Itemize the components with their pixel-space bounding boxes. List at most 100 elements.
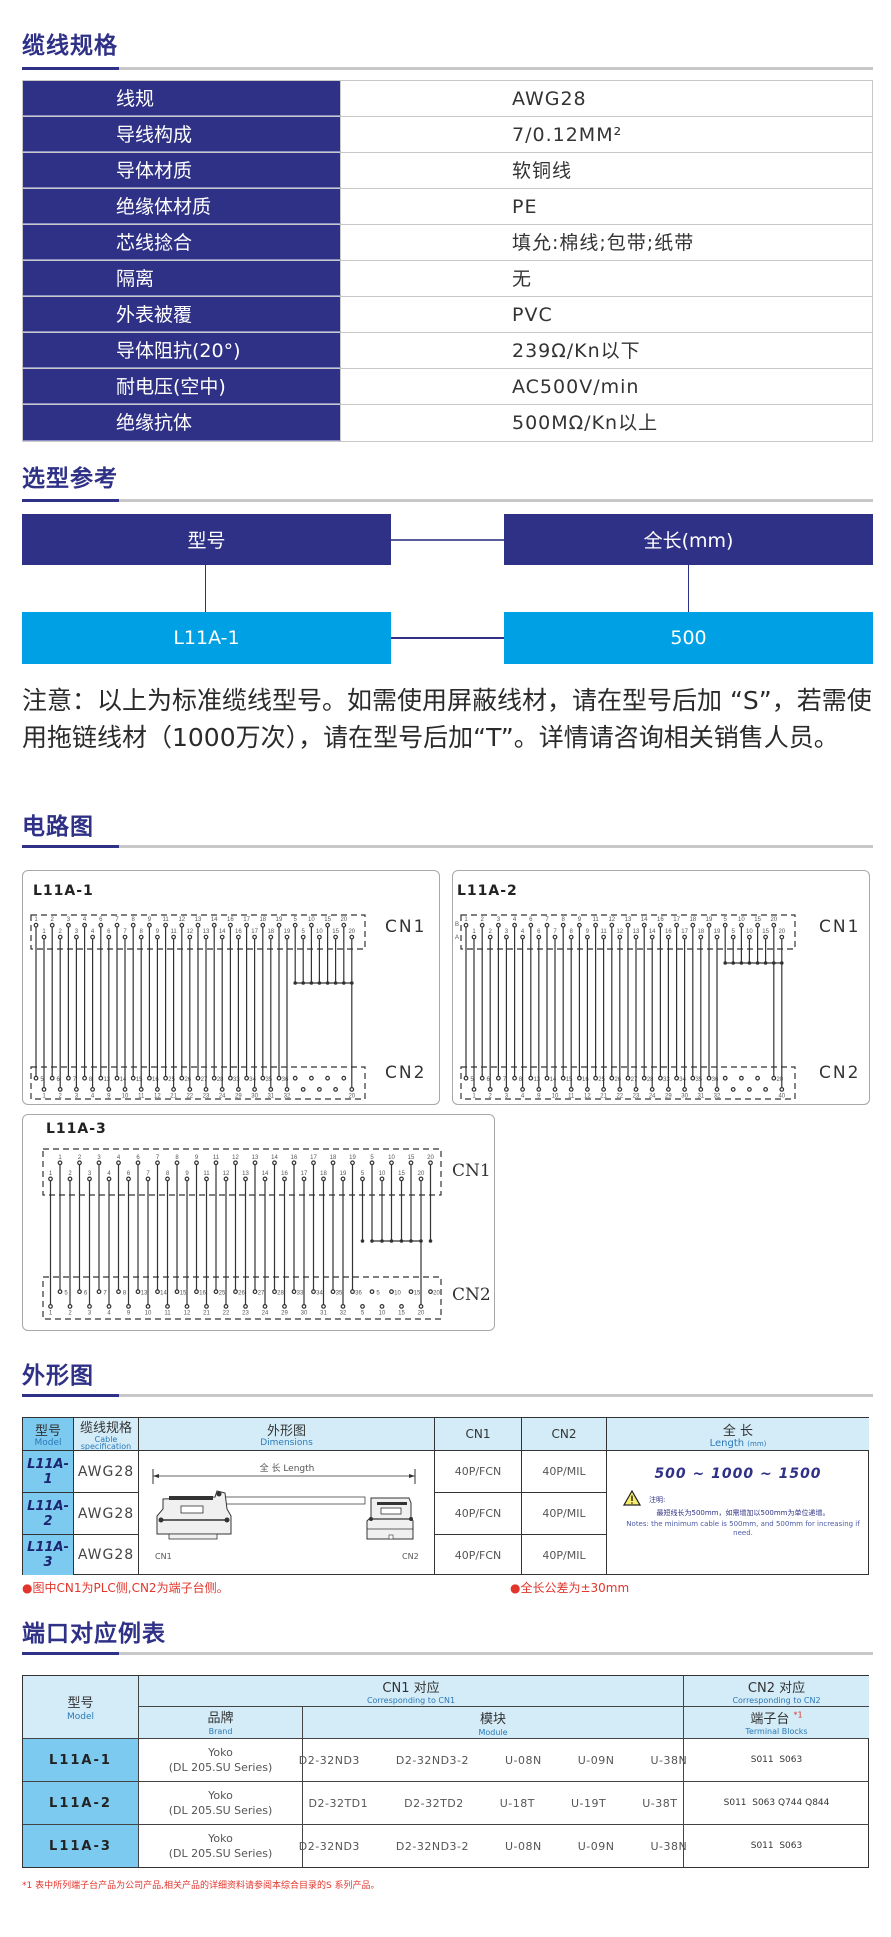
length-header-box: 全长(mm) bbox=[504, 514, 873, 565]
terminal-list: S011 S063 bbox=[750, 1755, 803, 1765]
spec-key: 绝缘体材质 bbox=[23, 189, 341, 224]
svg-text:11: 11 bbox=[162, 917, 169, 923]
svg-text:9: 9 bbox=[156, 929, 160, 935]
svg-text:16: 16 bbox=[235, 929, 242, 935]
svg-text:14: 14 bbox=[550, 1077, 557, 1083]
svg-text:8: 8 bbox=[562, 917, 566, 923]
svg-text:15: 15 bbox=[398, 1171, 405, 1177]
svg-text:8: 8 bbox=[166, 1171, 170, 1177]
svg-text:22: 22 bbox=[223, 1310, 230, 1316]
spec-row: 导体材质软铜线 bbox=[23, 153, 872, 189]
section-divider bbox=[22, 67, 873, 70]
svg-text:20: 20 bbox=[340, 917, 347, 923]
note-zh: 最短线长为500mm，如需增加以500mm为单位递增。 bbox=[656, 1509, 830, 1517]
svg-text:7: 7 bbox=[156, 1155, 160, 1161]
header-label: CN2 bbox=[551, 1427, 577, 1441]
svg-text:17: 17 bbox=[251, 929, 258, 935]
header-label-en: Terminal Blocks bbox=[745, 1727, 808, 1736]
cn2-label: CN2 bbox=[385, 1063, 427, 1083]
wiring-diagram: 1151226233734484661397714108815119916121… bbox=[30, 914, 366, 1100]
header-brand: 品牌 Brand bbox=[139, 1707, 303, 1739]
svg-text:12: 12 bbox=[608, 917, 615, 923]
svg-text:B: B bbox=[455, 922, 459, 928]
header-label: 型号 bbox=[67, 1695, 94, 1711]
svg-text:16: 16 bbox=[657, 917, 664, 923]
header-label: CN1 对应 bbox=[382, 1681, 440, 1696]
svg-text:34: 34 bbox=[249, 1077, 256, 1083]
cable-value: AWG28 bbox=[77, 1547, 135, 1563]
svg-text:5: 5 bbox=[370, 1155, 374, 1161]
svg-text:16: 16 bbox=[281, 1171, 288, 1177]
svg-text:30: 30 bbox=[681, 1093, 688, 1099]
header-cable: 缆线规格 Cable specification bbox=[74, 1418, 139, 1451]
spec-value: AC500V/min bbox=[512, 376, 640, 398]
svg-text:20: 20 bbox=[778, 929, 785, 935]
svg-text:25: 25 bbox=[598, 1077, 605, 1083]
spec-key: 绝缘抗体 bbox=[23, 405, 341, 441]
svg-text:16: 16 bbox=[152, 1077, 159, 1083]
spec-value: 软铜线 bbox=[512, 160, 573, 182]
svg-text:28: 28 bbox=[277, 1291, 284, 1297]
brand-cell: Yoko(DL 205.SU Series) bbox=[139, 1739, 303, 1782]
svg-text:3: 3 bbox=[497, 917, 501, 923]
connector-line bbox=[205, 565, 206, 612]
svg-text:20: 20 bbox=[418, 1171, 425, 1177]
svg-text:19: 19 bbox=[706, 917, 713, 923]
cn1-cell: 40P/FCN bbox=[435, 1535, 522, 1575]
svg-text:6: 6 bbox=[84, 1291, 88, 1297]
svg-text:25: 25 bbox=[219, 1291, 226, 1297]
terminal-list: S011 S063 Q744 Q844 bbox=[723, 1798, 830, 1808]
header-model: 型号 Model bbox=[23, 1418, 74, 1451]
svg-text:10: 10 bbox=[122, 1093, 129, 1099]
spec-value: AWG28 bbox=[512, 88, 587, 110]
spec-key: 导体阻抗(20°) bbox=[23, 333, 341, 368]
svg-text:35: 35 bbox=[336, 1291, 343, 1297]
svg-text:33: 33 bbox=[297, 1291, 304, 1297]
header-label: CN1 bbox=[465, 1427, 491, 1441]
length-cell: 500 ~ 1000 ~ 1500 注明: 最短线长为500mm，如需增加以50… bbox=[607, 1451, 869, 1575]
svg-text:12: 12 bbox=[154, 1093, 161, 1099]
panel-title: L11A-3 bbox=[46, 1121, 107, 1137]
header-label-en: Length bbox=[709, 1437, 745, 1449]
svg-text:11: 11 bbox=[600, 929, 607, 935]
svg-text:4: 4 bbox=[521, 1093, 525, 1099]
svg-text:5: 5 bbox=[64, 1291, 68, 1297]
svg-text:14: 14 bbox=[211, 917, 218, 923]
spec-key: 耐电压(空中) bbox=[23, 369, 341, 404]
svg-text:17: 17 bbox=[310, 1155, 317, 1161]
header-label-en: Module bbox=[478, 1727, 508, 1737]
svg-text:10: 10 bbox=[394, 1291, 401, 1297]
svg-text:16: 16 bbox=[199, 1291, 206, 1297]
svg-text:14: 14 bbox=[120, 1077, 127, 1083]
svg-text:7: 7 bbox=[503, 1077, 507, 1083]
cable-drawing bbox=[152, 1469, 416, 1540]
connector-line bbox=[688, 565, 689, 612]
svg-text:1: 1 bbox=[472, 1093, 476, 1099]
cn1-value: 40P/FCN bbox=[454, 1507, 502, 1520]
svg-text:13: 13 bbox=[252, 1155, 259, 1161]
svg-text:13: 13 bbox=[203, 929, 210, 935]
spec-key: 隔离 bbox=[23, 261, 341, 296]
cn1-label: CN1 bbox=[385, 917, 427, 937]
model-cell: L11A-3 bbox=[23, 1535, 74, 1575]
svg-text:16: 16 bbox=[291, 1155, 298, 1161]
svg-text:6: 6 bbox=[99, 917, 103, 923]
svg-text:12: 12 bbox=[232, 1155, 239, 1161]
cn2-cell: 40P/MIL bbox=[522, 1493, 607, 1535]
header-label-en: Brand bbox=[208, 1727, 233, 1736]
port-map-footnote: *1 表中所列端子台产品为公司产品,相关产品的详细资料请参阅本综合目录的S 系列… bbox=[22, 1881, 380, 1891]
svg-text:17: 17 bbox=[681, 929, 688, 935]
svg-text:34: 34 bbox=[679, 1077, 686, 1083]
section-divider bbox=[22, 499, 873, 502]
svg-text:11: 11 bbox=[164, 1310, 171, 1316]
svg-text:7: 7 bbox=[553, 929, 557, 935]
svg-text:1: 1 bbox=[42, 1093, 46, 1099]
svg-text:24: 24 bbox=[219, 1093, 226, 1099]
model-header-box: 型号 bbox=[22, 514, 391, 565]
panel-title: L11A-2 bbox=[457, 883, 518, 899]
svg-text:1: 1 bbox=[49, 1310, 53, 1316]
svg-text:27: 27 bbox=[258, 1291, 265, 1297]
